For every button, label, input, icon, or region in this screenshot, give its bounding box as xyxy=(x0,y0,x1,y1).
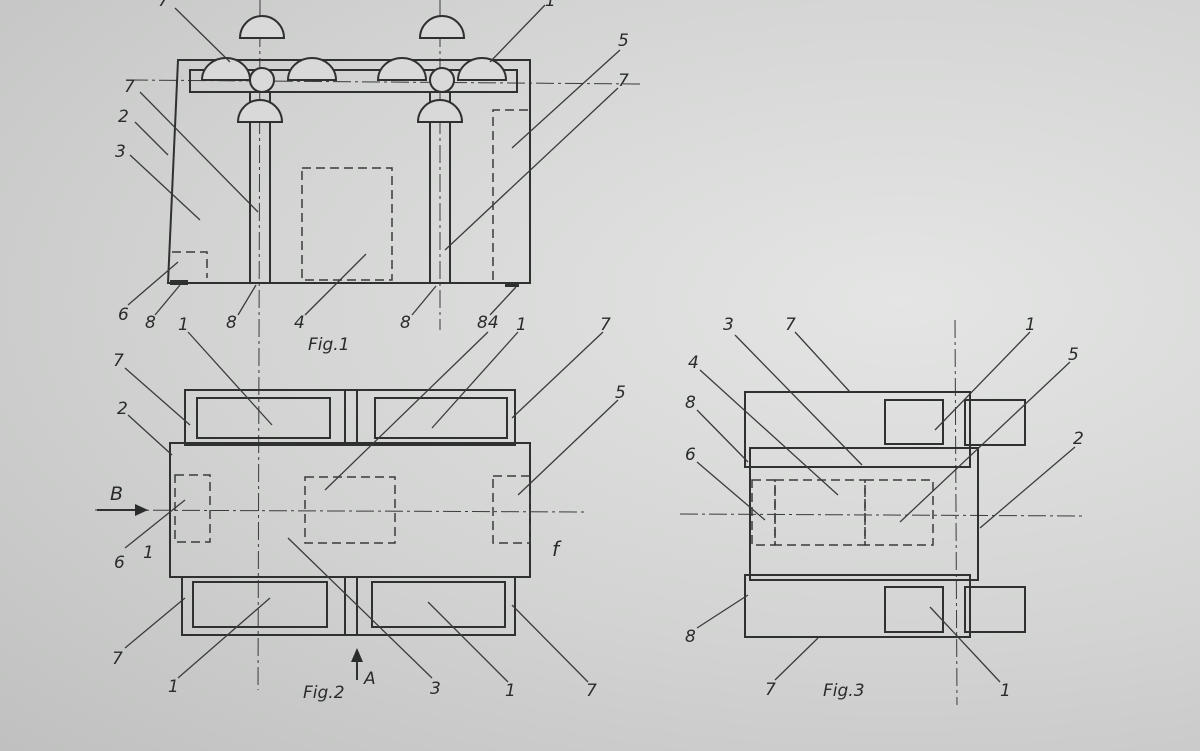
label: 8 xyxy=(226,313,237,333)
label: 2 xyxy=(1073,429,1084,449)
label: 7 xyxy=(586,681,597,701)
label: 8 xyxy=(145,313,156,333)
label: 3 xyxy=(115,142,126,162)
label: 5 xyxy=(618,31,629,51)
label: 7 xyxy=(112,649,123,669)
arrow-b-label: B xyxy=(110,483,123,505)
label: 3 xyxy=(430,679,441,699)
label: 3 xyxy=(723,315,734,335)
label: 1 xyxy=(1025,315,1036,335)
label: 5 xyxy=(1068,345,1079,365)
label: 8 xyxy=(685,393,696,413)
figure-2: 1 1 7 7 2 5 B 6 1 f 7 1 Fig.2 A 3 1 7 xyxy=(97,315,626,703)
label: 6 xyxy=(114,553,125,573)
label: 8 xyxy=(400,313,411,333)
arrow-a-label: A xyxy=(363,669,376,689)
label: 5 xyxy=(615,383,626,403)
label: 7 xyxy=(124,77,135,97)
label: 6 xyxy=(685,445,696,465)
figure-caption: Fig.1 xyxy=(308,335,350,355)
figure-caption: Fig.3 xyxy=(823,681,865,701)
label: 7 xyxy=(785,315,796,335)
label: 84 xyxy=(477,313,499,333)
figure-1: 7 1 7 2 3 5 7 6 8 8 4 8 84 Fig.1 xyxy=(115,0,629,355)
label: 2 xyxy=(118,107,129,127)
label: 7 xyxy=(113,351,124,371)
label: 1 xyxy=(505,681,516,701)
label: 7 xyxy=(158,0,169,11)
figure-caption: Fig.2 xyxy=(303,683,345,703)
label: 1 xyxy=(545,0,556,11)
label: 8 xyxy=(685,627,696,647)
label: 1 xyxy=(178,315,189,335)
label: 7 xyxy=(600,315,611,335)
label: 7 xyxy=(618,71,629,91)
label: 1 xyxy=(1000,681,1011,701)
label: 4 xyxy=(294,313,305,333)
label: 1 xyxy=(516,315,527,335)
label: 4 xyxy=(688,353,699,373)
label: 6 xyxy=(118,305,129,325)
label: 1 xyxy=(143,543,154,563)
label: f xyxy=(552,537,562,561)
figure-3: 3 7 1 5 4 8 6 2 8 7 Fig.3 1 xyxy=(685,315,1084,701)
label: 7 xyxy=(765,680,776,700)
label: 2 xyxy=(117,399,128,419)
label: 1 xyxy=(168,677,179,697)
centerlines xyxy=(94,0,1086,706)
